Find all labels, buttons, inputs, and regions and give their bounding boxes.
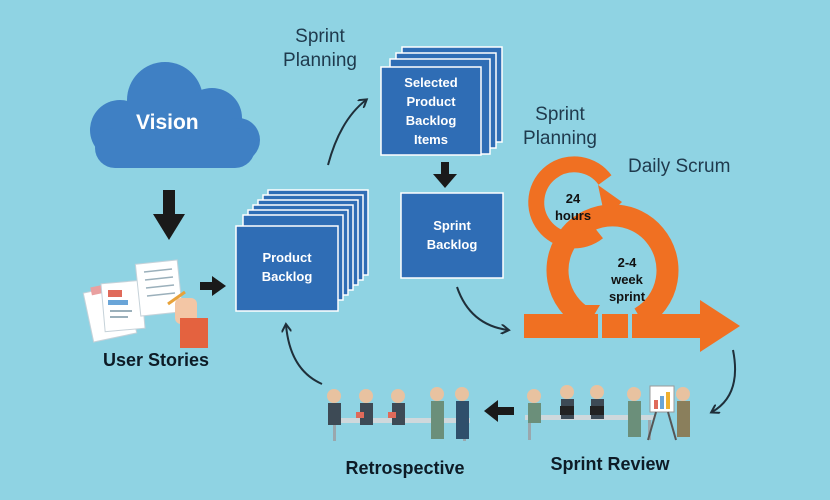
- sprint-review-label: Sprint Review: [550, 454, 670, 474]
- sprint-planning-right-line-2: Planning: [523, 128, 597, 149]
- product-backlog-line-1: Product: [262, 250, 312, 265]
- curve-arrow-to-backlog: [286, 325, 323, 385]
- retrospective-illustration: [327, 387, 470, 441]
- sprint-backlog-box: [400, 192, 504, 279]
- sprint-planning-right-label: Sprint Planning: [515, 103, 605, 151]
- sprint-backlog-label: Sprint Backlog: [401, 216, 503, 254]
- down-arrow-icon: [153, 190, 185, 240]
- hours-line-1: 24: [565, 191, 581, 206]
- product-backlog-line-2: Backlog: [261, 269, 313, 284]
- left-arrow-icon: [484, 400, 514, 422]
- hours-label: 24 hours: [545, 190, 601, 224]
- sprint-length-line-3: sprint: [608, 289, 646, 304]
- sprint-length-line-1: 2-4: [617, 255, 637, 270]
- selected-items-stack: [380, 46, 503, 156]
- right-arrow-icon: [200, 276, 226, 296]
- down-arrow-small-icon: [433, 162, 457, 188]
- selected-items-label: Selected Product Backlog Items: [381, 73, 481, 149]
- sprint-length-line-2: week: [611, 272, 643, 287]
- sprint-review-illustration: [525, 385, 690, 441]
- curve-arrow-to-review: [712, 349, 737, 412]
- sprint-planning-right-line-1: Sprint: [535, 104, 585, 125]
- selected-items-line-3: Backlog: [405, 113, 457, 128]
- sprint-planning-top-label: Sprint Planning: [275, 25, 365, 73]
- sprint-planning-top-line-2: Planning: [283, 50, 357, 71]
- daily-scrum-label: Daily Scrum: [628, 156, 731, 177]
- selected-items-line-1: Selected: [404, 75, 458, 90]
- sprint-backlog-line-2: Backlog: [426, 237, 478, 252]
- sprint-planning-top-line-1: Sprint: [295, 26, 345, 47]
- sprint-cycle-graphic: [524, 156, 740, 352]
- curve-arrow-to-sprint: [456, 286, 508, 330]
- user-stories-label: User Stories: [102, 350, 210, 370]
- curve-arrow-to-planning: [327, 100, 366, 166]
- retrospective-label: Retrospective: [345, 458, 465, 478]
- hours-line-2: hours: [554, 208, 592, 223]
- product-backlog-label: Product Backlog: [236, 248, 338, 286]
- sprint-length-label: 2-4 week sprint: [596, 254, 658, 305]
- selected-items-line-4: Items: [414, 132, 448, 147]
- sprint-backlog-line-1: Sprint: [433, 218, 471, 233]
- user-stories-illustration: [82, 259, 208, 348]
- vision-cloud: [90, 62, 260, 168]
- vision-label: Vision: [136, 111, 199, 134]
- product-backlog-stack: [235, 189, 369, 312]
- selected-items-line-2: Product: [406, 94, 456, 109]
